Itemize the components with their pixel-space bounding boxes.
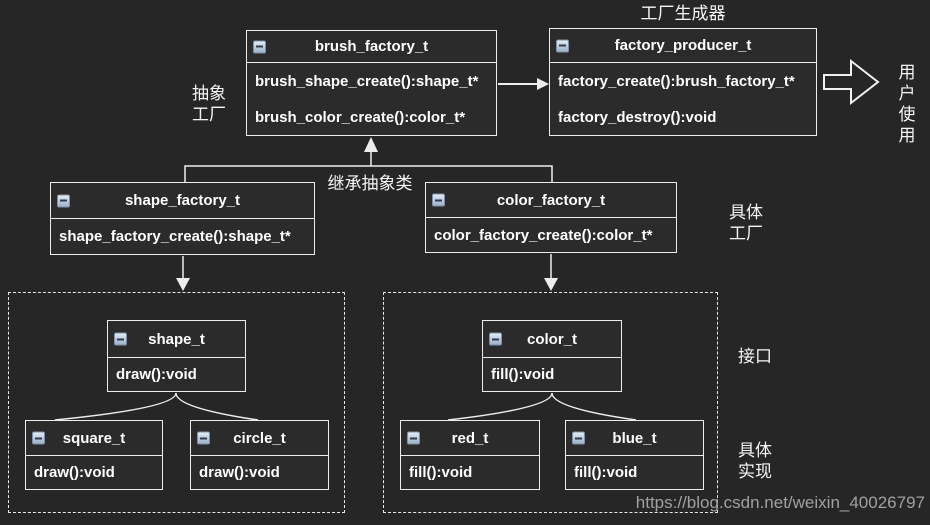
- class-box-shape: shape_t draw():void: [107, 320, 246, 392]
- block-arrow-user-icon: [823, 58, 880, 106]
- collapse-icon: [253, 40, 266, 53]
- class-title: shape_factory_t: [124, 192, 241, 209]
- class-method: brush_shape_create():shape_t*: [255, 72, 479, 90]
- class-box-color-factory: color_factory_t color_factory_create():c…: [425, 182, 677, 253]
- label-concrete-impl: 具体 实现: [738, 441, 772, 481]
- class-method: fill():void: [409, 464, 473, 481]
- class-box-red: red_t fill():void: [400, 420, 540, 490]
- collapse-icon: [32, 431, 45, 445]
- watermark-url: https://blog.csdn.net/weixin_40026797: [635, 493, 925, 512]
- class-method: shape_factory_create():shape_t*: [59, 228, 291, 245]
- class-title: circle_t: [233, 429, 286, 447]
- class-box-circle: circle_t draw():void: [190, 420, 329, 490]
- label-inherit-abstract: 继承抽象类: [327, 174, 413, 193]
- class-method: fill():void: [491, 366, 555, 383]
- class-title: shape_t: [148, 330, 205, 348]
- class-title: factory_producer_t: [614, 37, 752, 54]
- class-method: brush_color_create():color_t*: [255, 108, 466, 126]
- class-method: draw():void: [199, 464, 280, 481]
- collapse-icon: [407, 431, 420, 445]
- class-method: fill():void: [574, 464, 638, 481]
- collapse-icon: [57, 194, 70, 207]
- class-title: red_t: [451, 429, 489, 447]
- class-box-shape-factory: shape_factory_t shape_factory_create():s…: [50, 182, 315, 255]
- class-title: color_t: [526, 330, 577, 348]
- arrow-color-factory-to-group: [544, 254, 558, 291]
- class-method: draw():void: [34, 464, 115, 481]
- arrow-brush-to-producer: [498, 78, 549, 90]
- group-box-colors: [383, 292, 718, 513]
- group-box-shapes: [8, 292, 345, 513]
- class-box-brush-factory: brush_factory_t brush_shape_create():sha…: [246, 30, 497, 136]
- collapse-icon: [556, 39, 569, 52]
- class-box-factory-producer: factory_producer_t factory_create():brus…: [549, 28, 817, 136]
- class-title: brush_factory_t: [314, 38, 429, 55]
- caption-factory-producer: 工厂生成器: [640, 4, 726, 23]
- class-title: color_factory_t: [496, 191, 606, 209]
- collapse-icon: [489, 332, 502, 346]
- label-concrete-factory: 具体 工厂: [729, 203, 763, 243]
- label-abstract-factory: 抽象 工厂: [192, 84, 226, 124]
- label-interface: 接口: [738, 347, 772, 366]
- class-box-color: color_t fill():void: [482, 320, 622, 392]
- class-title: square_t: [62, 429, 126, 447]
- class-method: color_factory_create():color_t*: [434, 226, 653, 244]
- arrow-shape-factory-to-group: [176, 256, 190, 291]
- class-method: factory_destroy():void: [558, 108, 717, 126]
- collapse-icon: [114, 332, 127, 346]
- class-title: blue_t: [612, 429, 657, 447]
- collapse-icon: [432, 193, 445, 207]
- class-box-blue: blue_t fill():void: [565, 420, 704, 490]
- collapse-icon: [197, 431, 210, 445]
- label-user-use: 用户 使用: [898, 63, 916, 145]
- collapse-icon: [572, 431, 585, 445]
- class-box-square: square_t draw():void: [25, 420, 163, 490]
- class-method: draw():void: [116, 366, 197, 383]
- class-method: factory_create():brush_factory_t*: [558, 72, 795, 90]
